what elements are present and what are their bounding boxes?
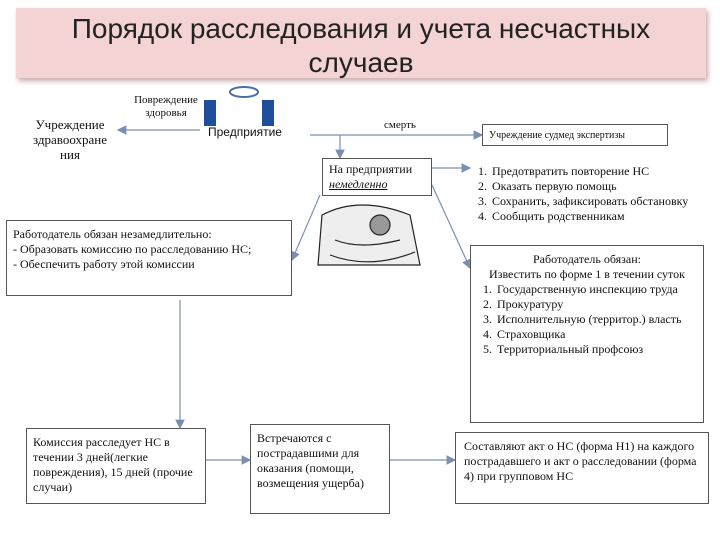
- notify-item: Территориальный профсоюз: [495, 342, 697, 357]
- action-item: Предотвратить повторение НС: [490, 164, 700, 179]
- notify-title: Работодатель обязан:: [533, 252, 641, 266]
- commission-node: Комиссия расследует НС в течении 3 дней(…: [26, 428, 206, 504]
- healthcare-node: Учреждение здравоохране ния: [32, 117, 107, 162]
- at-enterprise-node: На предприятии немедленно: [322, 158, 432, 196]
- notify-item: Страховщика: [495, 327, 697, 342]
- health-damage-label: Повреждение здоровья: [134, 94, 198, 119]
- sign-icon: [204, 86, 274, 126]
- immediate-actions-list: Предотвратить повторение НС Оказать перв…: [472, 164, 700, 224]
- meet-victims-node: Встречаются с пострадавшими для оказания…: [250, 424, 390, 514]
- at-enterprise-text: На предприятии: [329, 162, 413, 176]
- notify-subtitle: Известить по форме 1 в течении суток: [489, 267, 685, 281]
- arrow-to-notify: [431, 184, 471, 270]
- death-label: смерть: [384, 119, 416, 131]
- acts-node: Составляют акт о НС (форма Н1) на каждог…: [455, 432, 709, 504]
- forensic-node: Учреждение судмед экспертизы: [482, 124, 668, 146]
- title-banner: [16, 8, 706, 78]
- notify-node: Работодатель обязан: Известить по форме …: [470, 245, 704, 423]
- at-enterprise-immediately: немедленно: [329, 177, 388, 191]
- action-item: Сохранить, зафиксировать обстановку: [490, 194, 700, 209]
- notify-item: Государственную инспекцию труда: [495, 282, 697, 297]
- enterprise-node: Предприятие: [208, 125, 282, 139]
- action-item: Оказать первую помощь: [490, 179, 700, 194]
- page-title: Порядок расследования и учета несчастных…: [71, 13, 651, 78]
- injured-worker-icon: [317, 204, 421, 266]
- action-item: Сообщить родственникам: [490, 209, 700, 224]
- notify-item: Прокуратуру: [495, 297, 697, 312]
- notify-item: Исполнительную (территор.) власть: [495, 312, 697, 327]
- employer-duty-node: Работодатель обязан незамедлительно: - О…: [6, 220, 292, 296]
- arrow-to-employer-duty: [290, 194, 321, 262]
